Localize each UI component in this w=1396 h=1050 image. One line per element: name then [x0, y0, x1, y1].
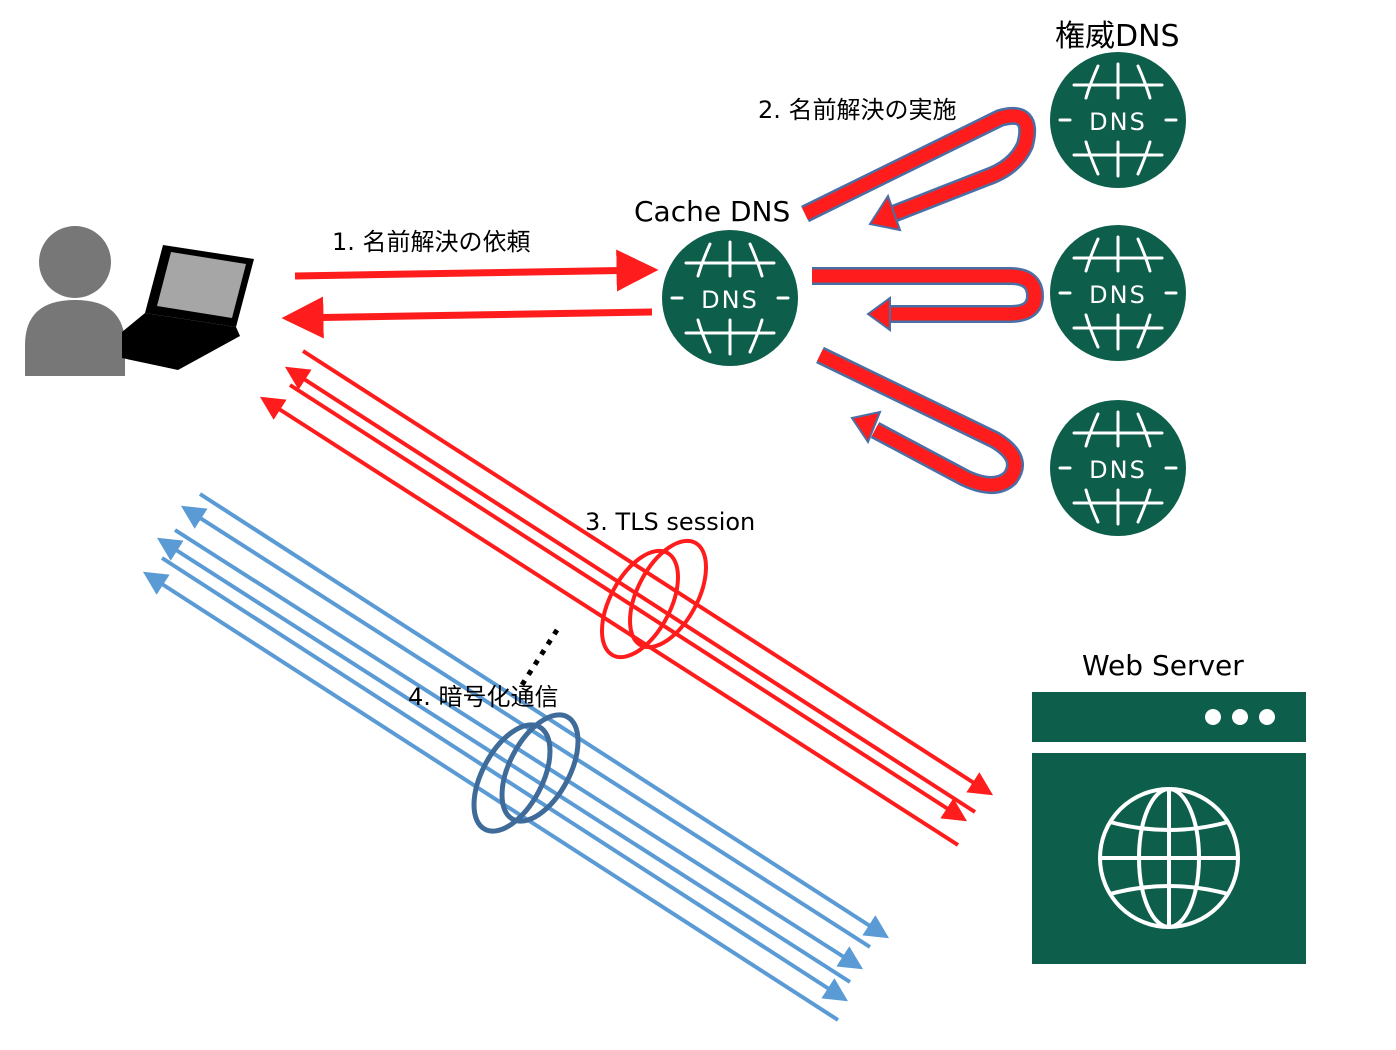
response-arrow: [281, 296, 653, 339]
encrypted-comm-lines: [142, 492, 890, 1022]
step1-label: 1. 名前解決の依頼: [332, 228, 531, 256]
resolve-arrow-auth3: [816, 346, 1024, 494]
tls-session-lines: [259, 349, 994, 847]
step2-label: 2. 名前解決の実施: [758, 96, 957, 124]
web-server-title: Web Server: [1082, 649, 1244, 682]
web-globe-icon: [1098, 787, 1240, 929]
auth-dns-3-label: DNS: [1089, 456, 1147, 484]
auth-dns-title: 権威DNS: [1055, 19, 1180, 54]
query-arrow: [294, 249, 659, 292]
cache-dns-server-label: DNS: [701, 286, 759, 314]
step3-label: 3. TLS session: [585, 508, 755, 536]
encryption-ring-icon: [471, 712, 581, 834]
tls-ring-icon: [600, 538, 708, 660]
auth-dns-1-label: DNS: [1089, 108, 1147, 136]
auth-dns-2-label: DNS: [1089, 281, 1147, 309]
laptop-icon: [122, 245, 254, 370]
resolve-arrow-auth1: [801, 106, 1037, 232]
person-icon: [25, 226, 125, 376]
resolve-arrow-auth2: [812, 267, 1044, 332]
cache-dns-title: Cache DNS: [634, 195, 790, 228]
step4-label: 4. 暗号化通信: [408, 683, 559, 711]
dotted-connector: [517, 628, 560, 690]
